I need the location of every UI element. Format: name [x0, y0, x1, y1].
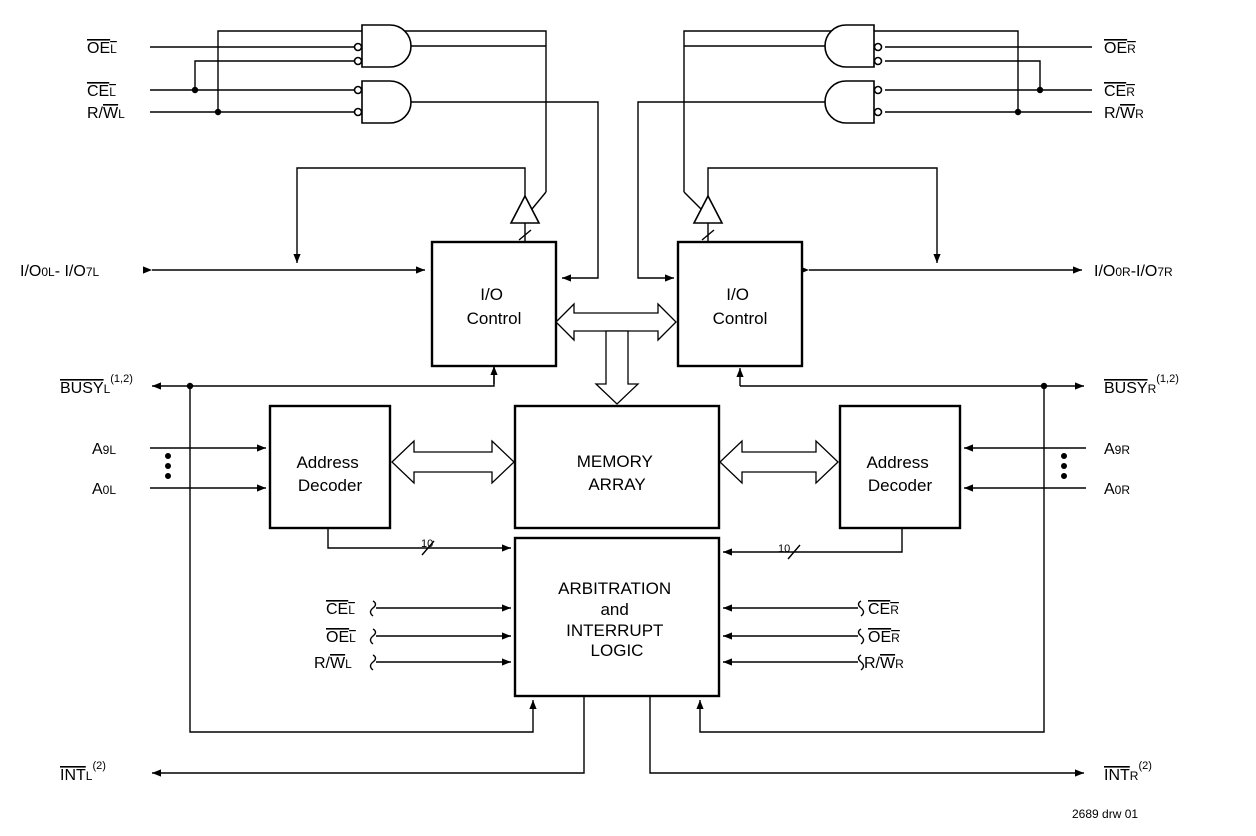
bus-width-right: 10 [778, 543, 790, 555]
ellipsis-dot [1061, 473, 1067, 479]
oe-left-label: OEL [87, 40, 117, 57]
busy-right-wiring [696, 368, 1084, 733]
rw-left-label: R/WL [87, 105, 125, 122]
ellipsis-dot [165, 463, 171, 469]
busy-right-label: BUSYR(1,2) [1104, 373, 1179, 397]
left-control-logic [150, 24, 599, 282]
ce-right-label: CER [1104, 83, 1135, 100]
bus-arrow-addr-memory-right [719, 439, 839, 485]
arb-inputs-right [723, 600, 865, 671]
arb-ce-left-label: CEL [326, 601, 355, 618]
drawing-reference: 2689 drw 01 [1072, 807, 1138, 821]
bus-arrow-io-memory [594, 330, 640, 405]
io-control-left-block [430, 240, 558, 368]
bus-arrow-io-io [555, 302, 677, 342]
arb-rw-right-label: R/WR [864, 655, 904, 672]
arb-ce-right-label: CER [868, 601, 899, 618]
ellipsis-dot [165, 473, 171, 479]
junction-dot [1014, 108, 1022, 116]
busy-left-label: BUSYL(1,2) [60, 373, 133, 397]
and-gate-oe-right [824, 24, 875, 68]
a9r-label: A9R [1104, 441, 1130, 458]
bus-width-left: 10 [421, 538, 433, 550]
io-right-label: I/O0R-I/O7R [1094, 263, 1173, 280]
io-control-right-label: I/O Control [713, 285, 768, 328]
address-decoder-right-block [838, 404, 962, 530]
a9l-label: A9L [92, 441, 116, 458]
rw-right-label: R/WR [1104, 105, 1144, 122]
io-left-label: I/O0L- I/O7L [20, 263, 99, 280]
addr-bus-right [723, 528, 903, 556]
ellipsis-dot [1061, 453, 1067, 459]
junction-dot [1036, 86, 1044, 94]
addr-bus-left [327, 528, 511, 552]
arbitration-logic-block [513, 536, 721, 698]
ce-left-label: CEL [87, 83, 116, 100]
arb-oe-left-label: OEL [326, 629, 356, 646]
int-right-line [649, 696, 1084, 777]
address-decoder-left-label: Address Decoder [296, 453, 363, 495]
junction-dot [214, 108, 222, 116]
tristate-buffer-right [683, 167, 941, 263]
arbitration-label: ARBITRATION and INTERRUPT LOGIC [558, 579, 676, 660]
arb-rw-left-label: R/WL [314, 655, 352, 672]
right-control-logic [637, 24, 1092, 282]
a0r-label: A0R [1104, 481, 1130, 498]
tristate-buffer-left [293, 167, 547, 263]
int-left-label: INTL(2) [60, 760, 106, 784]
and-gate-rw-right [824, 80, 875, 124]
a0l-label: A0L [92, 481, 116, 498]
int-right-label: INTR(2) [1104, 760, 1152, 784]
and-gate-oe-left [361, 24, 412, 68]
address-decoder-left-block [268, 404, 392, 530]
and-gate-rw-left [361, 80, 412, 124]
ellipsis-dot [1061, 463, 1067, 469]
address-decoder-right-label: Address Decoder [866, 453, 933, 495]
io-control-left-label: I/O Control [467, 285, 522, 328]
busy-left-wiring [152, 366, 537, 733]
arb-oe-right-label: OER [868, 629, 900, 646]
bus-arrow-addr-memory-left [391, 439, 515, 485]
junction-dot [191, 86, 199, 94]
memory-array-label: MEMORY ARRAY [577, 452, 658, 494]
arb-inputs-left [369, 600, 511, 671]
oe-right-label: OER [1104, 40, 1136, 57]
ellipsis-dot [165, 453, 171, 459]
int-left-line [152, 696, 585, 777]
io-control-right-block [676, 240, 804, 368]
memory-array-block [513, 404, 721, 530]
